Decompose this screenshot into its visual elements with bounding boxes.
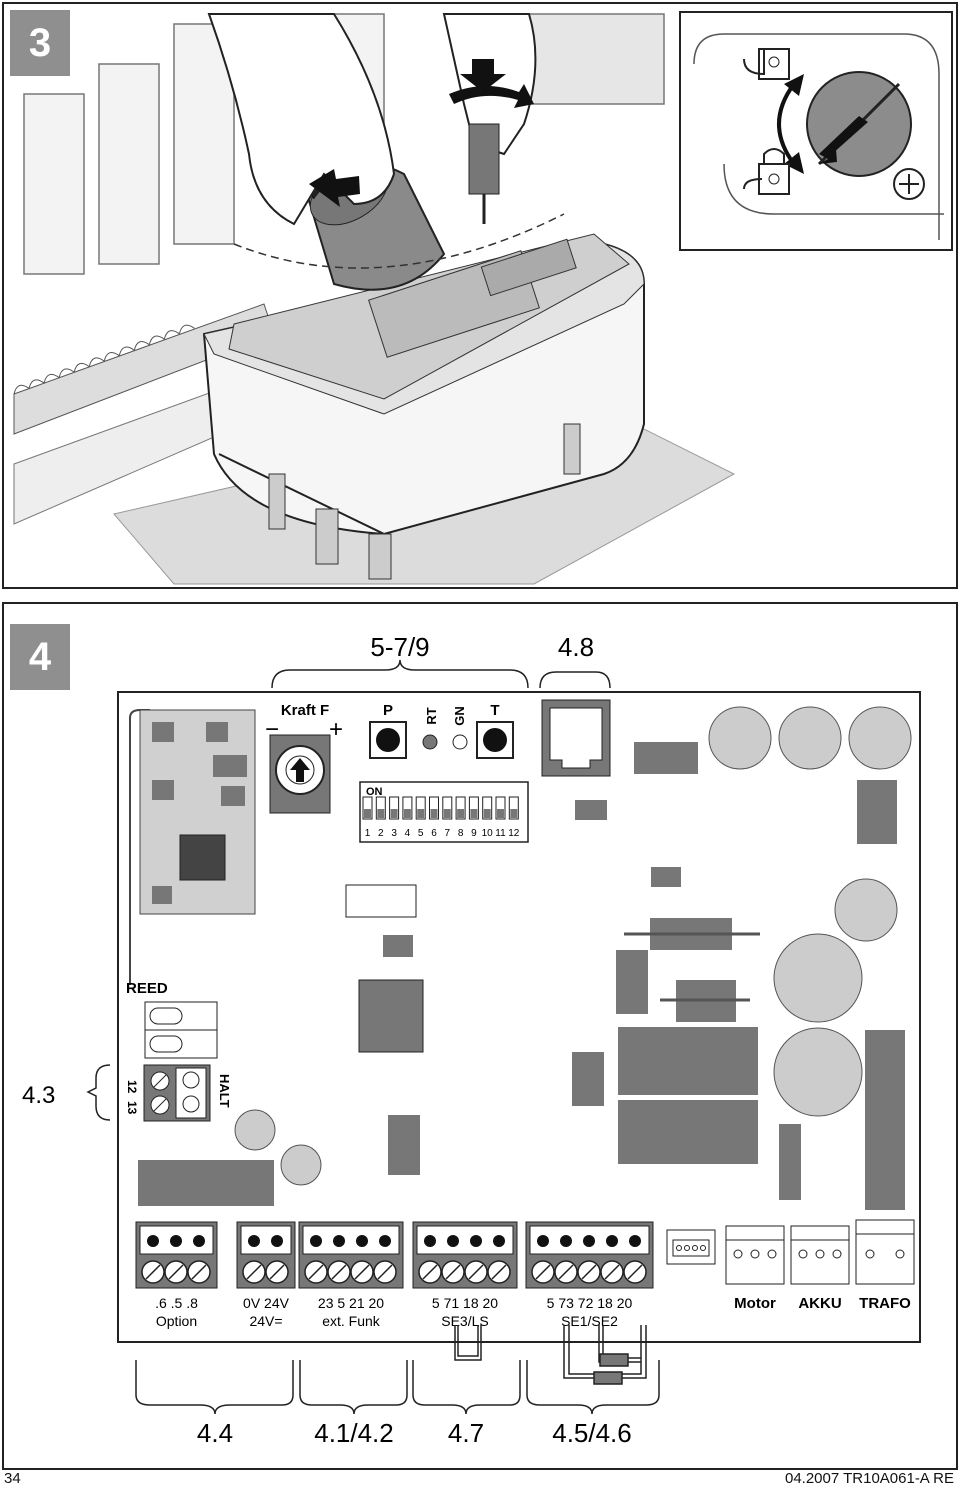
operator-housing bbox=[202, 233, 645, 536]
push-down-arrow-icon bbox=[460, 59, 506, 92]
fence bbox=[23, 13, 665, 275]
step4-panel: 4 bbox=[2, 602, 958, 1470]
unlocked-padlock-icon bbox=[743, 48, 790, 80]
housing-feet bbox=[268, 423, 581, 580]
lock-detail-inset bbox=[679, 11, 953, 251]
rotate-arrow-icon bbox=[449, 84, 534, 108]
dashed-cut-line bbox=[233, 213, 565, 269]
screw-head-icon bbox=[893, 168, 925, 200]
step3-panel: 3 bbox=[2, 2, 958, 589]
document-reference: 04.2007 TR10A061-A RE bbox=[784, 1470, 954, 1487]
page-number: 34 bbox=[4, 1470, 21, 1487]
step4-number: 4 bbox=[10, 624, 70, 690]
step3-illustration bbox=[13, 11, 953, 585]
screwdriver bbox=[468, 123, 500, 224]
locked-padlock-icon bbox=[743, 148, 790, 195]
step3-number: 3 bbox=[10, 10, 70, 76]
pull-out-arrow-icon bbox=[309, 169, 360, 207]
